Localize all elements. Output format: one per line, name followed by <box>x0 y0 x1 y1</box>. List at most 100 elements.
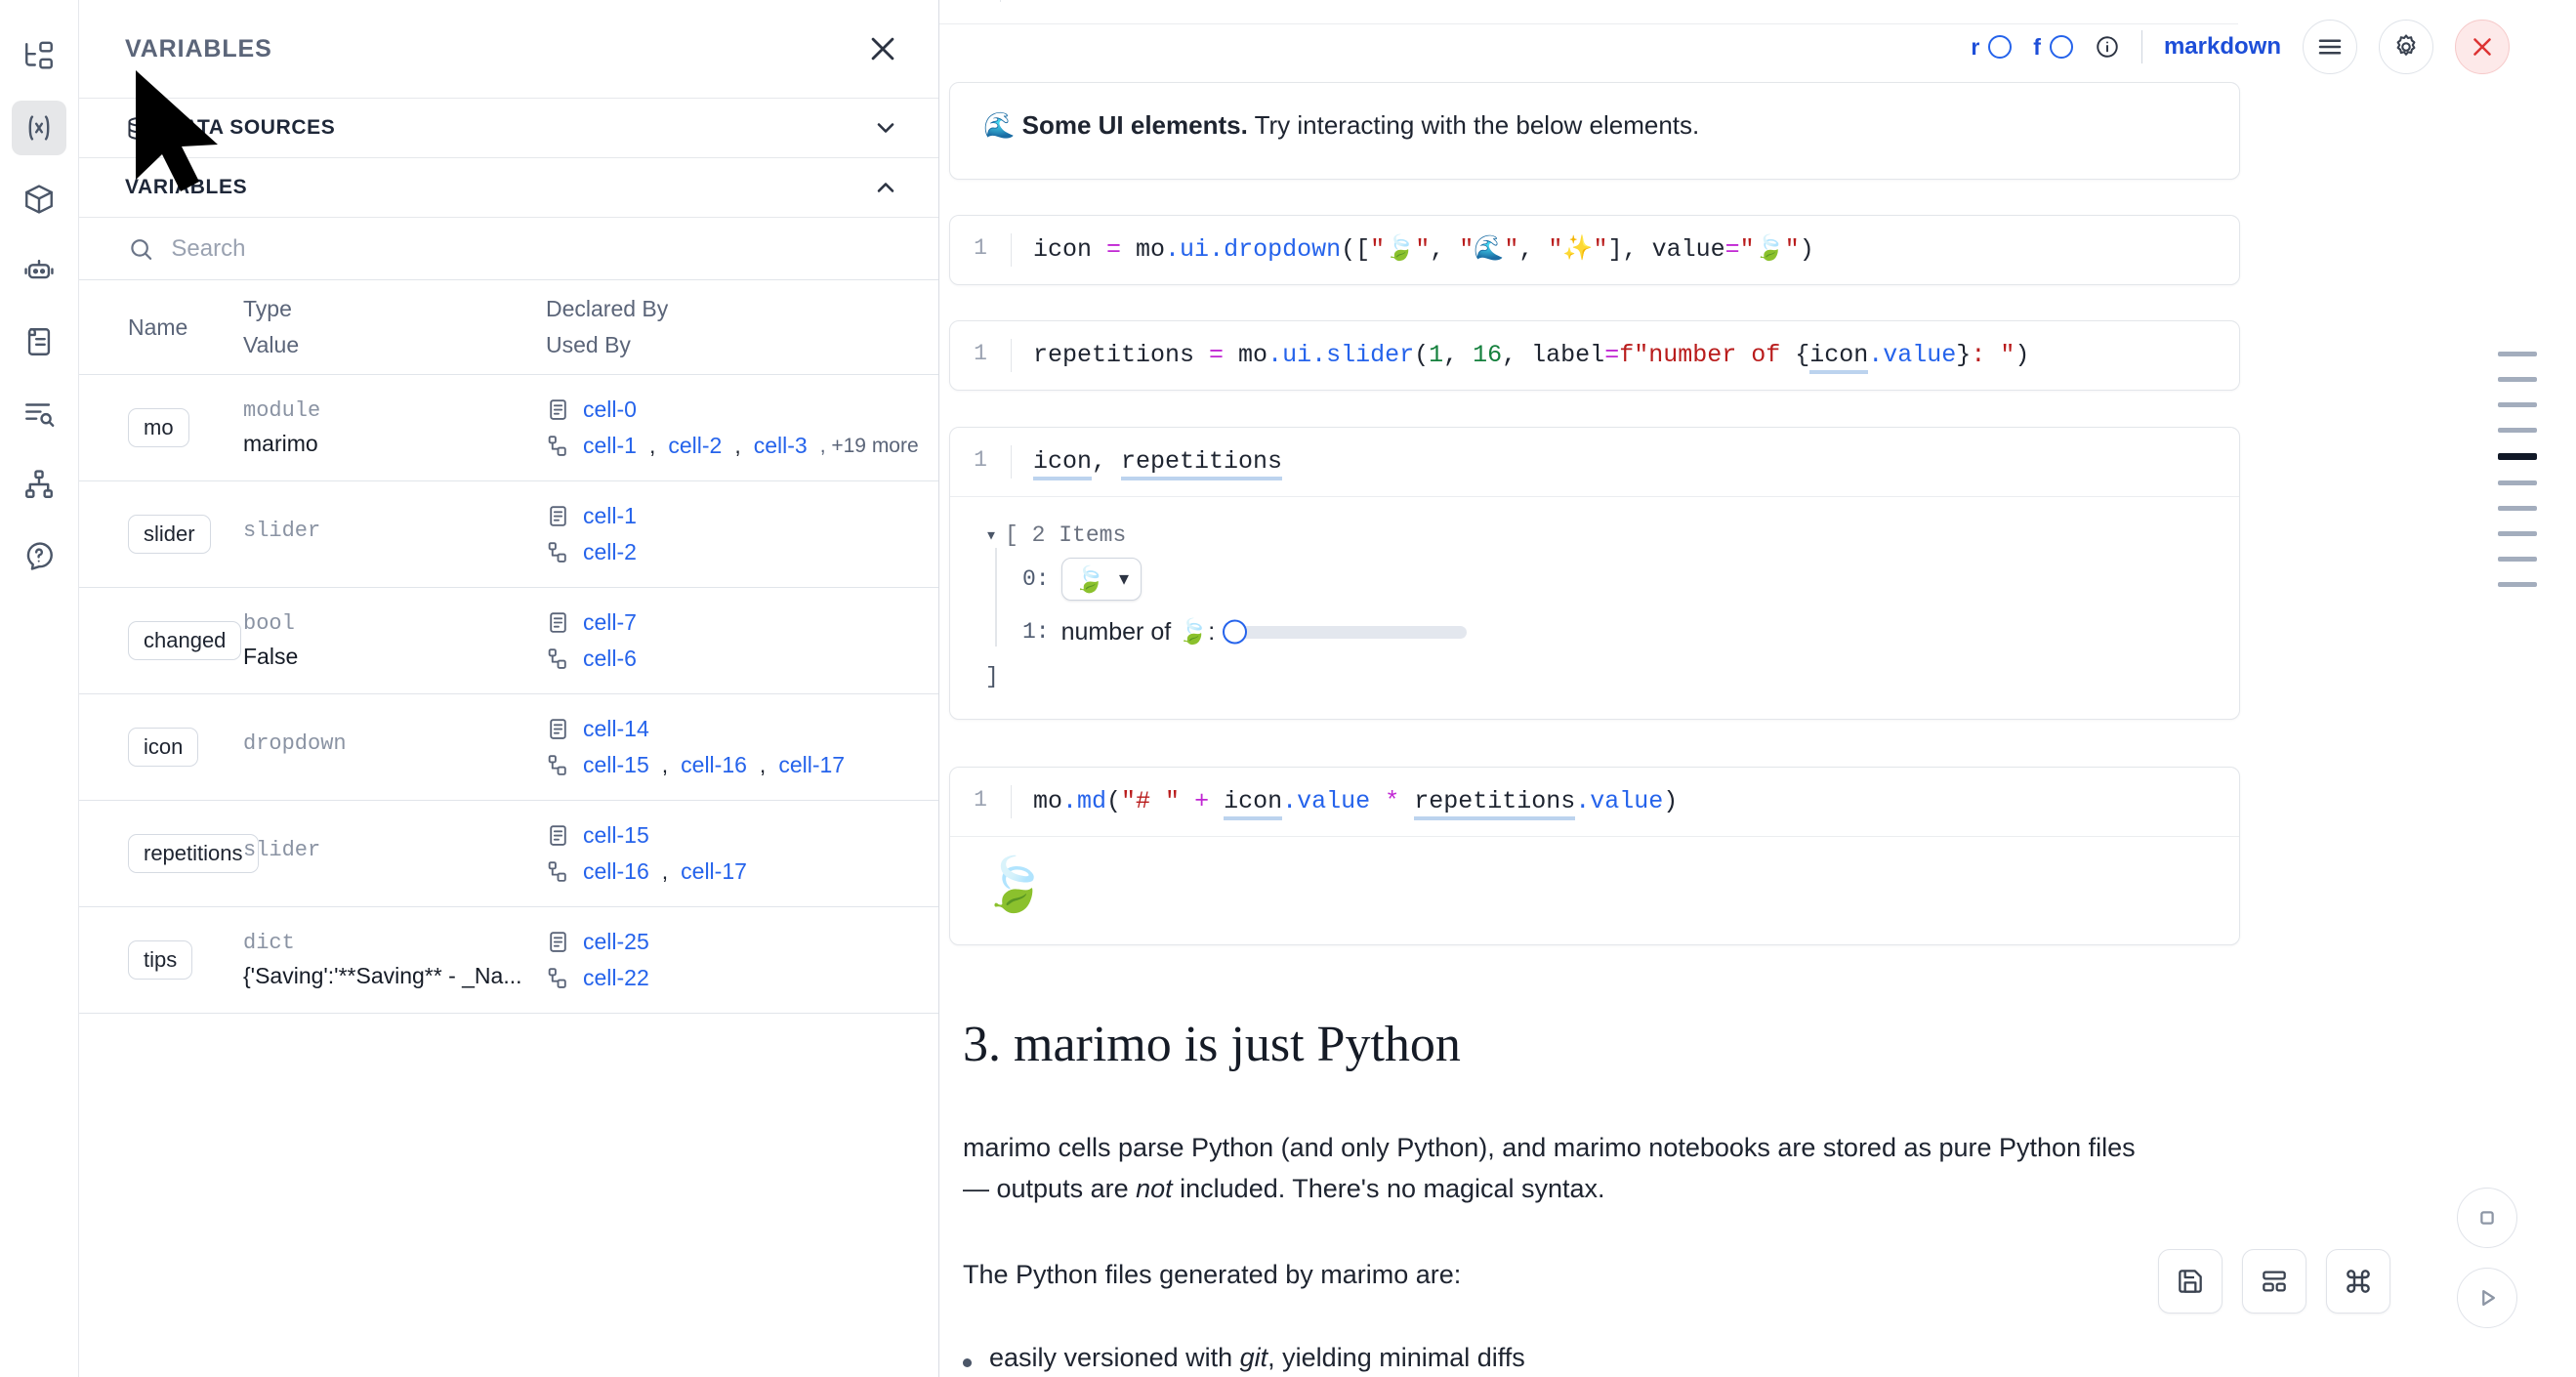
scroll-icon[interactable] <box>12 314 66 369</box>
minimap-tick[interactable] <box>2498 582 2537 587</box>
minimap-tick[interactable] <box>2498 428 2537 433</box>
cell-link[interactable]: cell-17 <box>778 752 846 777</box>
code-line[interactable]: repetitions = mo.ui.slider(1, 16, label=… <box>1011 339 2029 374</box>
search-input[interactable] <box>171 234 899 263</box>
cell-link[interactable]: cell-17 <box>681 858 747 884</box>
variable-name-chip[interactable]: mo <box>128 408 189 447</box>
close-icon[interactable] <box>2455 20 2510 74</box>
minimap-tick[interactable] <box>2498 352 2537 356</box>
help-icon[interactable] <box>12 528 66 583</box>
cell-link[interactable]: cell-25 <box>583 929 649 954</box>
robot-icon[interactable] <box>12 243 66 298</box>
chevron-up-icon[interactable] <box>872 174 899 201</box>
minimap-tick[interactable] <box>2498 506 2537 511</box>
cell-markdown-source[interactable]: 1 """🌊 Some UI elements.""" Try interact… <box>939 0 2219 20</box>
variable-name-chip[interactable]: icon <box>128 728 199 767</box>
variable-name-chip[interactable]: tips <box>128 940 193 980</box>
slider-widget[interactable] <box>1223 619 1468 645</box>
markdown-output-cell[interactable]: 🌊 Some UI elements. Try interacting with… <box>949 82 2240 180</box>
activity-bar <box>0 0 79 1377</box>
bracket-close: ] <box>985 663 999 689</box>
cell-link[interactable]: cell-1 <box>583 503 637 528</box>
package-icon[interactable] <box>12 172 66 227</box>
f-circle-icon[interactable] <box>2049 35 2073 59</box>
minimap-tick[interactable] <box>2498 453 2537 460</box>
cell-link[interactable]: cell-0 <box>583 396 637 422</box>
hamburger-icon[interactable] <box>2303 20 2357 74</box>
bottom-toolbar <box>2158 1249 2390 1314</box>
variable-name-chip[interactable]: repetitions <box>128 834 259 873</box>
variables-icon[interactable] <box>12 101 66 155</box>
dropdown-widget[interactable]: 🍃 ▾ <box>1060 557 1143 601</box>
code-token: , <box>1518 235 1549 264</box>
layout-icon[interactable] <box>2242 1249 2306 1314</box>
command-palette-icon[interactable] <box>2326 1249 2390 1314</box>
widget-cell[interactable]: 1 icon, repetitions ▾ [ 2 Items 0: 🍃 ▾ <box>949 427 2240 720</box>
code-token: icon <box>1033 235 1107 264</box>
section-variables[interactable]: VARIABLES <box>79 158 938 218</box>
code-cell-md[interactable]: 1 mo.md("# " + icon.value * repetitions.… <box>949 767 2240 945</box>
reactive-toggle-r[interactable]: r <box>1971 34 2013 61</box>
cell-link[interactable]: cell-15 <box>583 752 649 777</box>
code-cell-dropdown[interactable]: 1 icon = mo.ui.dropdown(["🍃", "🌊", "✨"],… <box>949 215 2240 285</box>
column-header-refs[interactable]: Declared By Used By <box>546 280 938 375</box>
section-data-sources-label: DATA SOURCES <box>168 116 336 139</box>
minimap-tick[interactable] <box>2498 377 2537 382</box>
cell-link[interactable]: cell-3 <box>753 433 808 458</box>
section-data-sources[interactable]: DATA SOURCES <box>79 99 938 158</box>
cell-language-label[interactable]: markdown <box>2163 33 2281 60</box>
code-line[interactable]: icon, repetitions <box>1011 445 1283 480</box>
info-icon[interactable] <box>2095 34 2120 60</box>
code-line[interactable]: icon = mo.ui.dropdown(["🍃", "🌊", "✨"], v… <box>1011 233 1814 267</box>
line-number: 1 <box>974 341 987 366</box>
minimap[interactable] <box>2498 352 2537 587</box>
variable-name-chip[interactable]: changed <box>128 621 242 660</box>
save-icon[interactable] <box>2158 1249 2223 1314</box>
minimap-tick[interactable] <box>2498 402 2537 407</box>
slider-thumb[interactable] <box>1223 619 1248 645</box>
minimap-tick[interactable] <box>2498 480 2537 485</box>
minimap-tick[interactable] <box>2498 557 2537 562</box>
more-count-label[interactable]: , +19 more <box>819 434 919 457</box>
r-circle-icon[interactable] <box>1988 35 2013 59</box>
reactive-toggle-f[interactable]: f <box>2033 34 2073 61</box>
logs-search-icon[interactable] <box>12 386 66 440</box>
code-cell-slider[interactable]: 1 repetitions = mo.ui.slider(1, 16, labe… <box>949 320 2240 391</box>
cell-link[interactable]: cell-7 <box>583 609 637 635</box>
code-token: , <box>1092 447 1122 476</box>
bullet-text-a: easily versioned with <box>989 1342 1240 1372</box>
chevron-down-icon[interactable]: ▾ <box>985 524 998 548</box>
cell-link[interactable]: cell-22 <box>583 965 649 990</box>
column-header-value: Value <box>243 332 300 357</box>
cell-link[interactable]: cell-14 <box>583 716 649 741</box>
cell-link[interactable]: cell-16 <box>583 858 649 884</box>
gear-icon[interactable] <box>2379 20 2433 74</box>
variable-name-chip[interactable]: slider <box>128 515 211 554</box>
declared-by-line: cell-14 <box>546 716 929 742</box>
cell-link[interactable]: cell-2 <box>583 539 637 564</box>
dependency-graph-icon[interactable] <box>12 457 66 512</box>
close-icon[interactable] <box>866 32 899 65</box>
cell-link[interactable]: cell-16 <box>681 752 747 777</box>
chevron-down-icon[interactable] <box>872 114 899 142</box>
search-row[interactable] <box>79 218 938 280</box>
code-line[interactable]: mo.md("# " + icon.value * repetitions.va… <box>1011 785 1678 820</box>
column-header-type: Type <box>243 296 292 321</box>
minimap-tick[interactable] <box>2498 531 2537 536</box>
items-header[interactable]: ▾ [ 2 Items <box>985 522 2204 548</box>
column-header-name[interactable]: Name <box>79 280 243 375</box>
column-header-type-value[interactable]: Type Value <box>243 280 546 375</box>
cell-link[interactable]: cell-2 <box>668 433 723 458</box>
file-tree-icon[interactable] <box>12 29 66 84</box>
cell-link[interactable]: cell-6 <box>583 646 637 671</box>
cell-link[interactable]: cell-15 <box>583 822 649 848</box>
cell-link[interactable]: cell-1 <box>583 433 637 458</box>
stop-icon[interactable] <box>2457 1188 2517 1248</box>
run-icon[interactable] <box>2457 1268 2517 1328</box>
